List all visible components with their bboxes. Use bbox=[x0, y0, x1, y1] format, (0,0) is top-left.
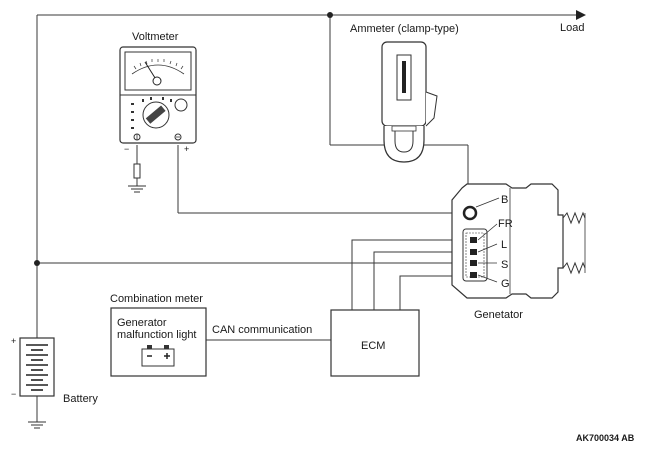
battery-minus-label: − bbox=[11, 389, 16, 399]
voltmeter-minus-label: − bbox=[124, 144, 129, 154]
generator-malfunction-label-line2: malfunction light bbox=[117, 329, 197, 341]
battery-plus-label: + bbox=[11, 336, 16, 346]
voltmeter-label: Voltmeter bbox=[132, 31, 179, 43]
ecm-box bbox=[330, 309, 420, 377]
junction-dot-top bbox=[327, 12, 333, 18]
terminal-l-label: L bbox=[501, 239, 507, 251]
battery-ground-icon bbox=[28, 421, 46, 429]
load-arrow-icon bbox=[576, 10, 586, 20]
voltmeter bbox=[119, 46, 197, 144]
junction-dot-left bbox=[34, 260, 40, 266]
load-label: Load bbox=[560, 22, 584, 34]
generator-label: Genetator bbox=[474, 309, 523, 321]
battery-warning-icon bbox=[141, 345, 175, 367]
b-terminal bbox=[462, 205, 478, 221]
ammeter-label: Ammeter (clamp-type) bbox=[350, 23, 459, 35]
battery bbox=[19, 337, 55, 397]
terminal-b-label: B bbox=[501, 194, 508, 206]
voltmeter-ground-icon bbox=[128, 185, 146, 193]
voltmeter-probe-resistor bbox=[133, 163, 141, 179]
voltmeter-plus-label: + bbox=[184, 144, 189, 154]
terminal-g-label: G bbox=[501, 278, 510, 290]
can-communication-label: CAN communication bbox=[212, 324, 312, 336]
combination-meter-label: Combination meter bbox=[110, 293, 203, 305]
generator-malfunction-label-line1: Generator bbox=[117, 317, 167, 329]
ammeter-clamp bbox=[381, 41, 438, 163]
wiring bbox=[36, 10, 586, 422]
diagram-code: AK700034 AB bbox=[576, 433, 635, 443]
ecm-label: ECM bbox=[361, 340, 385, 352]
battery-label: Battery bbox=[63, 393, 98, 405]
terminal-s-label: S bbox=[501, 259, 508, 271]
terminal-fr-label: FR bbox=[498, 218, 513, 230]
generator bbox=[451, 183, 586, 299]
